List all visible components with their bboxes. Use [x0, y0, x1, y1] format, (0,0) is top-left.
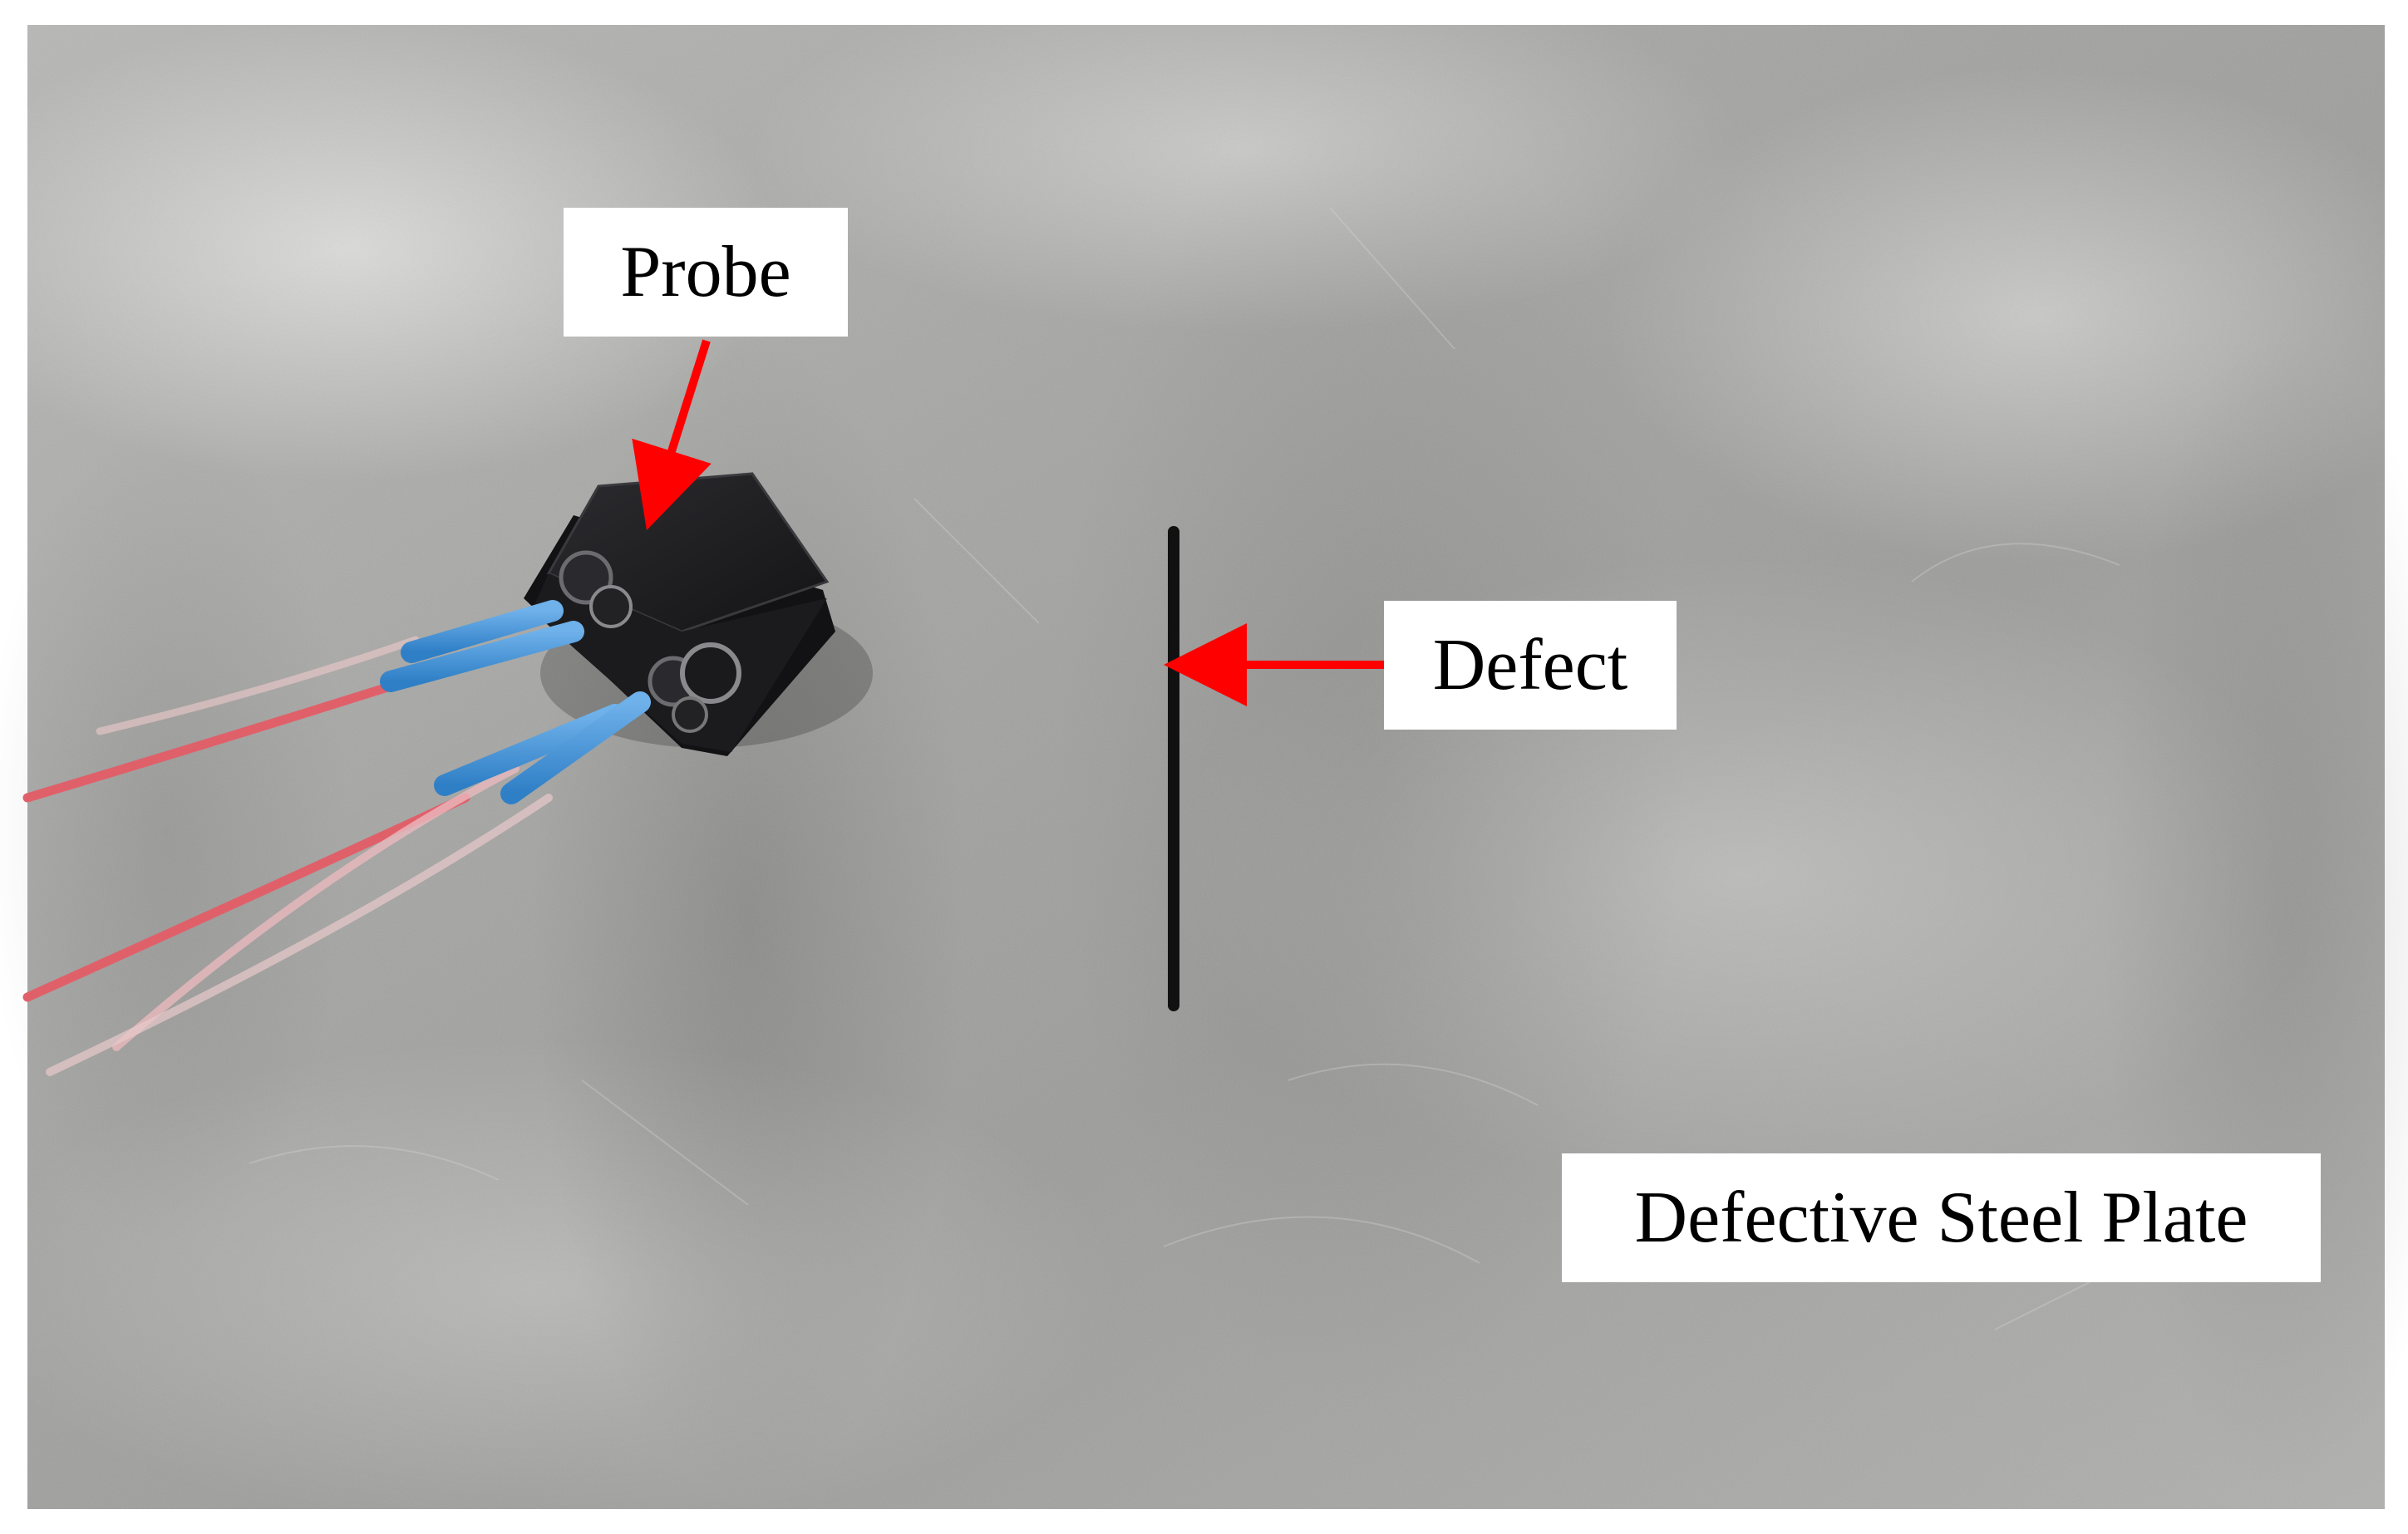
probe-label-text: Probe — [620, 232, 791, 312]
plate-label: Defective Steel Plate — [1562, 1153, 2321, 1282]
blue-sleeves — [380, 600, 651, 804]
defect-label: Defect — [1384, 601, 1677, 730]
probe-label: Probe — [564, 208, 848, 337]
probe-wires — [22, 636, 553, 1076]
plate-label-text: Defective Steel Plate — [1634, 1178, 2248, 1258]
probe-arrow-icon — [632, 339, 712, 531]
defect-label-text: Defect — [1432, 625, 1628, 706]
probe — [524, 472, 873, 756]
